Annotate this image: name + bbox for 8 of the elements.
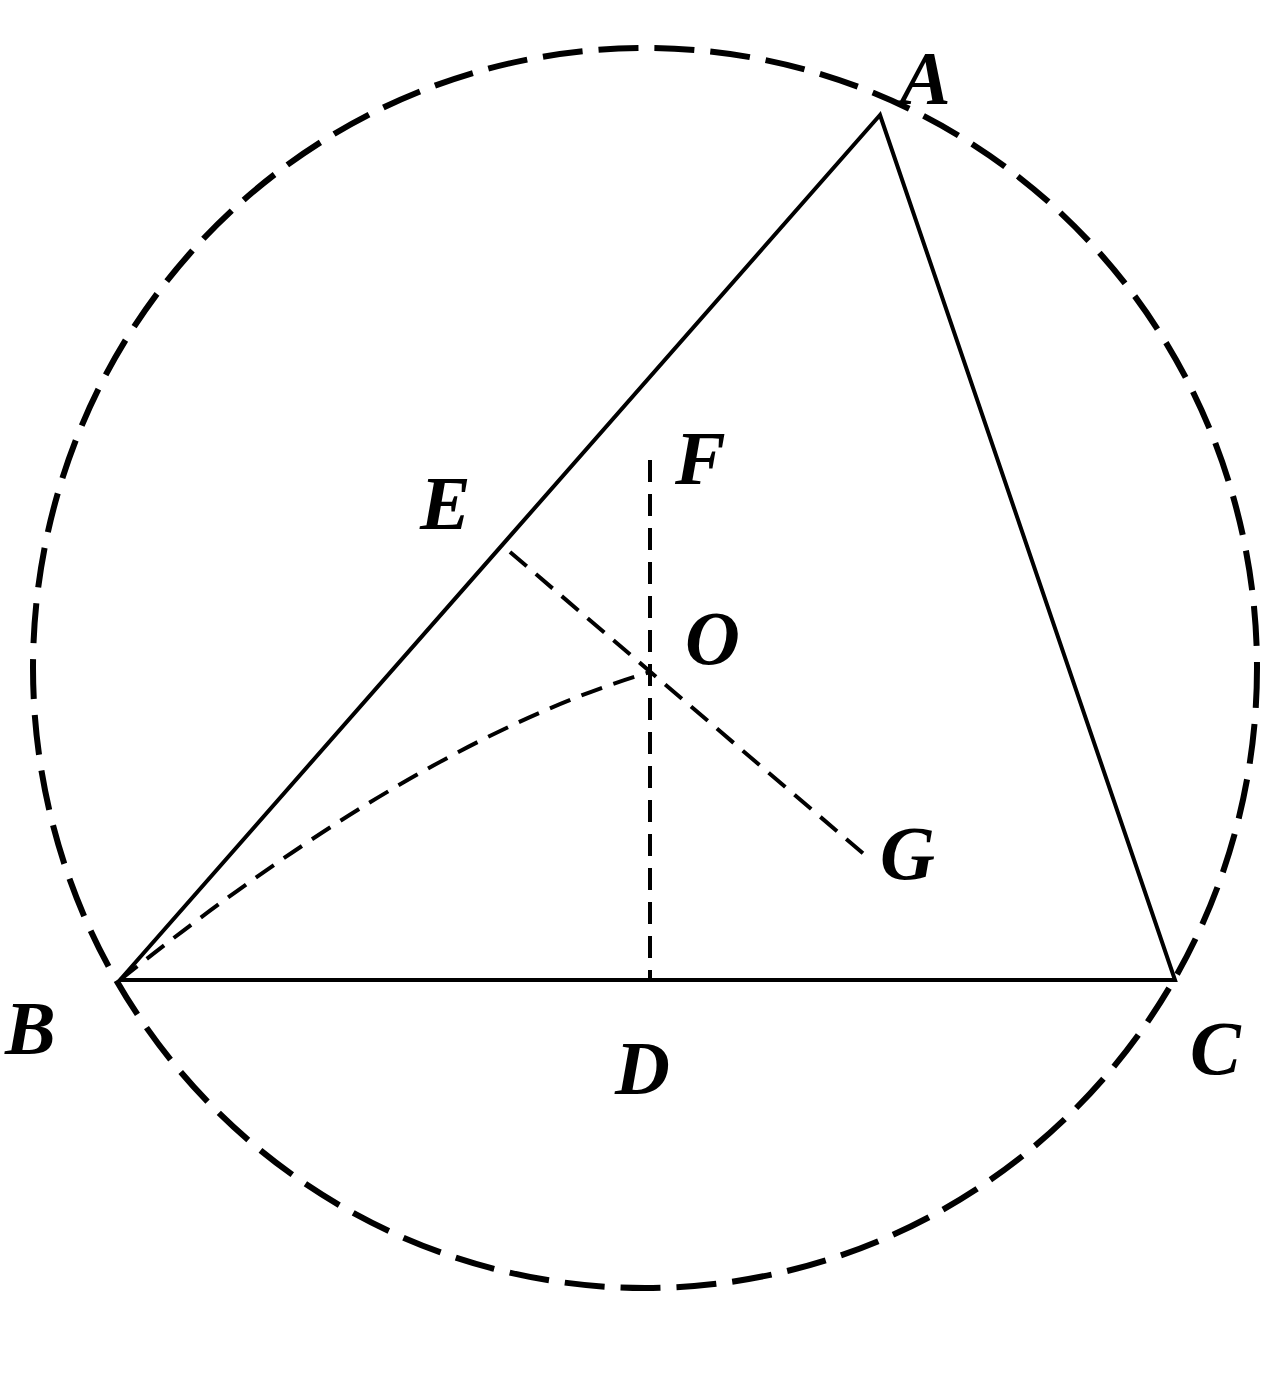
point-label: E <box>420 465 471 541</box>
point-label: G <box>880 815 935 891</box>
point-label: B <box>5 990 56 1066</box>
point-label: A <box>900 40 951 116</box>
point-label: D <box>615 1030 670 1106</box>
point-label: C <box>1190 1010 1241 1086</box>
point-label: O <box>685 600 740 676</box>
point-label: F <box>675 420 726 496</box>
